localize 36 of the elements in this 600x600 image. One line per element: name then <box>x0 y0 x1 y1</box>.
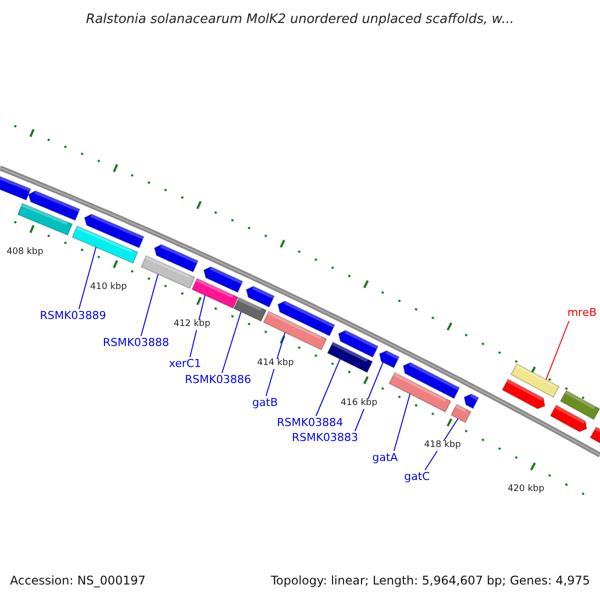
scale-label: 418 kbp <box>423 441 462 452</box>
scale-label: 410 kbp <box>89 283 128 294</box>
gene-label: RSMK03888 <box>102 336 170 350</box>
gene-feature <box>72 225 138 264</box>
gene-feature <box>326 342 374 374</box>
leader-line <box>394 393 410 452</box>
gene-label: gatB <box>252 396 278 410</box>
gene-feature <box>388 372 452 413</box>
summary-text: Topology: linear; Length: 5,964,607 bp; Genes: 4,975 <box>270 574 590 588</box>
gene-label: gatA <box>372 452 398 464</box>
gene-label: RSMK03886 <box>184 374 252 386</box>
title: Ralstonia solanacearum MolK2 unordered unplaced scaffolds, w... <box>86 12 514 28</box>
scale-label: 420 kbp <box>506 486 546 496</box>
gene-feature <box>233 296 267 322</box>
scale-label: 414 kbp <box>256 358 295 369</box>
gene-feature <box>191 278 239 309</box>
gene-label: xerC1 <box>168 358 202 370</box>
scale-label: 408 kbp <box>6 248 44 258</box>
scale-label: 416 kbp <box>340 399 378 410</box>
leader-line <box>78 246 96 310</box>
gene-feature <box>510 363 560 398</box>
gene-feature <box>140 255 196 290</box>
gene-label: gatC <box>404 470 430 484</box>
gene-label: RSMK03889 <box>40 310 106 322</box>
gene-label: mreB <box>567 306 597 320</box>
gene-feature <box>378 350 400 368</box>
gene-feature <box>450 404 472 424</box>
accession-text: Accession: NS_000197 <box>10 574 146 588</box>
gene-label: RSMK03883 <box>292 432 358 444</box>
leader-line <box>546 320 570 380</box>
leader-line <box>140 274 158 336</box>
leader-line <box>222 311 242 374</box>
scale-label: 412 kbp <box>172 320 212 330</box>
leader-line <box>316 358 340 416</box>
gene-label: RSMK03884 <box>276 416 344 430</box>
gene-feature <box>262 310 328 350</box>
